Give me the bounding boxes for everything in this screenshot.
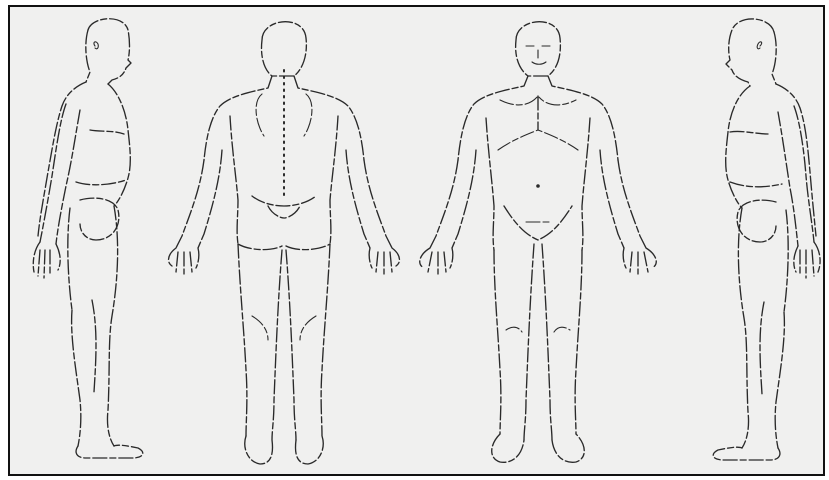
figure-front-view	[420, 22, 657, 463]
figure-side-view-right	[713, 19, 820, 460]
figure-side-view-left	[33, 19, 143, 458]
figure-back-view	[169, 22, 400, 464]
